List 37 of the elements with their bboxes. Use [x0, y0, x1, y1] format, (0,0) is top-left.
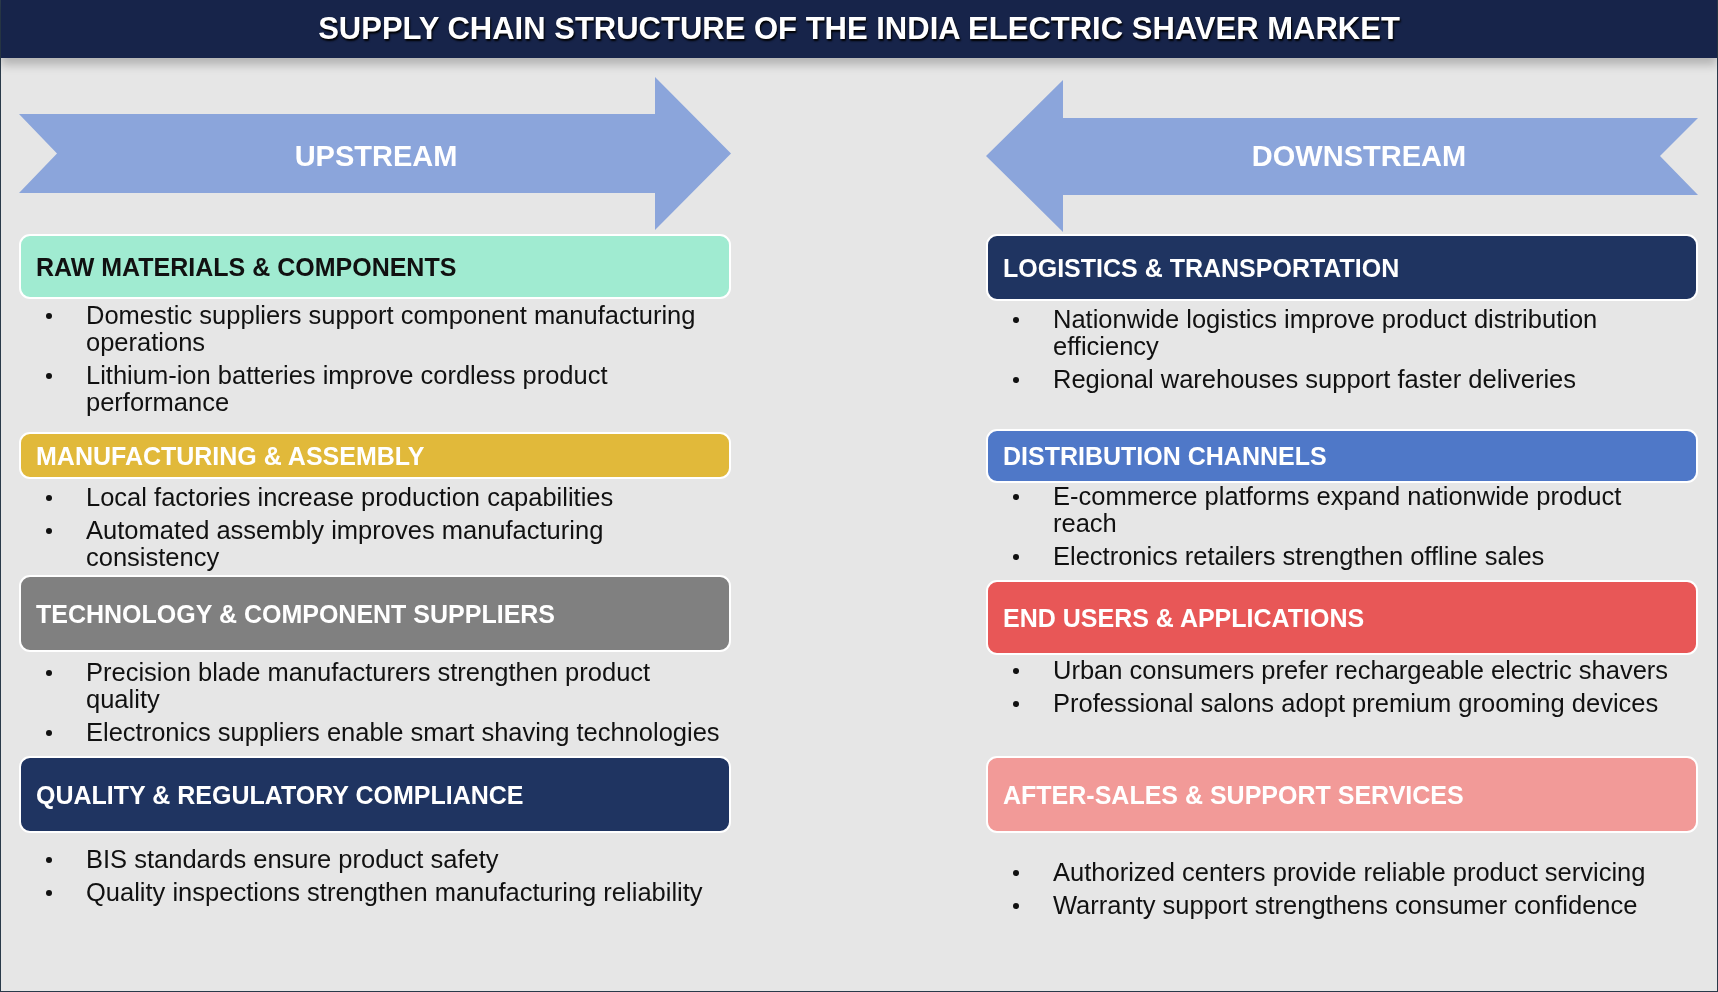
bullet-text: Professional salons adopt premium grooming devices [1011, 690, 1659, 717]
header-panel [19, 756, 731, 833]
section-heading: END USERS & APPLICATIONS [1003, 603, 1365, 632]
bullet-text: Electronics retailers strengthen offline sales [1011, 543, 1545, 570]
header-panel [19, 234, 731, 299]
header-panel [986, 429, 1698, 483]
bullet-text: Electronics suppliers enable smart shaving technologies [44, 719, 720, 746]
bullet-text: Automated assembly improves manufacturing consistency [44, 517, 726, 571]
block-arrow [19, 77, 731, 230]
header-panel [19, 575, 731, 652]
arrow-label: UPSTREAM [294, 139, 458, 173]
header-panel [986, 234, 1698, 301]
section-heading: TECHNOLOGY & COMPONENT SUPPLIERS [36, 599, 556, 628]
bullet-text: Authorized centers provide reliable product servicing [1011, 859, 1646, 886]
bullet-text: Nationwide logistics improve product distribution efficiency [1011, 306, 1680, 360]
bullet-text: Urban consumers prefer rechargeable electric shavers [1011, 657, 1669, 684]
bullet-text: Warranty support strengthens consumer confidence [1011, 892, 1638, 919]
arrow-label: DOWNSTREAM [1251, 139, 1467, 173]
bullet-text: Quality inspections strengthen manufacturing reliability [44, 879, 703, 906]
block-arrow [986, 80, 1698, 232]
section-heading: LOGISTICS & TRANSPORTATION [1003, 253, 1400, 282]
bullet-text: BIS standards ensure product safety [44, 846, 499, 873]
bullet-text: Lithium-ion batteries improve cordless product performance [44, 362, 726, 416]
bullet-text: Precision blade manufacturers strengthen product quality [44, 659, 726, 713]
section-heading: DISTRIBUTION CHANNELS [1003, 441, 1327, 471]
header-panel [19, 432, 731, 479]
title: SUPPLY CHAIN STRUCTURE OF THE INDIA ELECTRIC SHAVER MARKET [318, 11, 1400, 47]
bullet-text: E-commerce platforms expand nationwide product reach [1011, 483, 1680, 537]
header-panel [986, 580, 1698, 655]
header-panel [986, 756, 1698, 833]
section-heading: AFTER-SALES & SUPPORT SERVICES [1003, 780, 1464, 809]
section-heading: QUALITY & REGULATORY COMPLIANCE [36, 780, 524, 809]
section-heading: MANUFACTURING & ASSEMBLY [36, 441, 425, 470]
section-heading: RAW MATERIALS & COMPONENTS [36, 252, 457, 281]
bullet-text: Domestic suppliers support component manufacturing operations [44, 302, 726, 356]
bullet-text: Local factories increase production capabilities [44, 484, 614, 511]
bullet-text: Regional warehouses support faster deliveries [1011, 366, 1577, 393]
